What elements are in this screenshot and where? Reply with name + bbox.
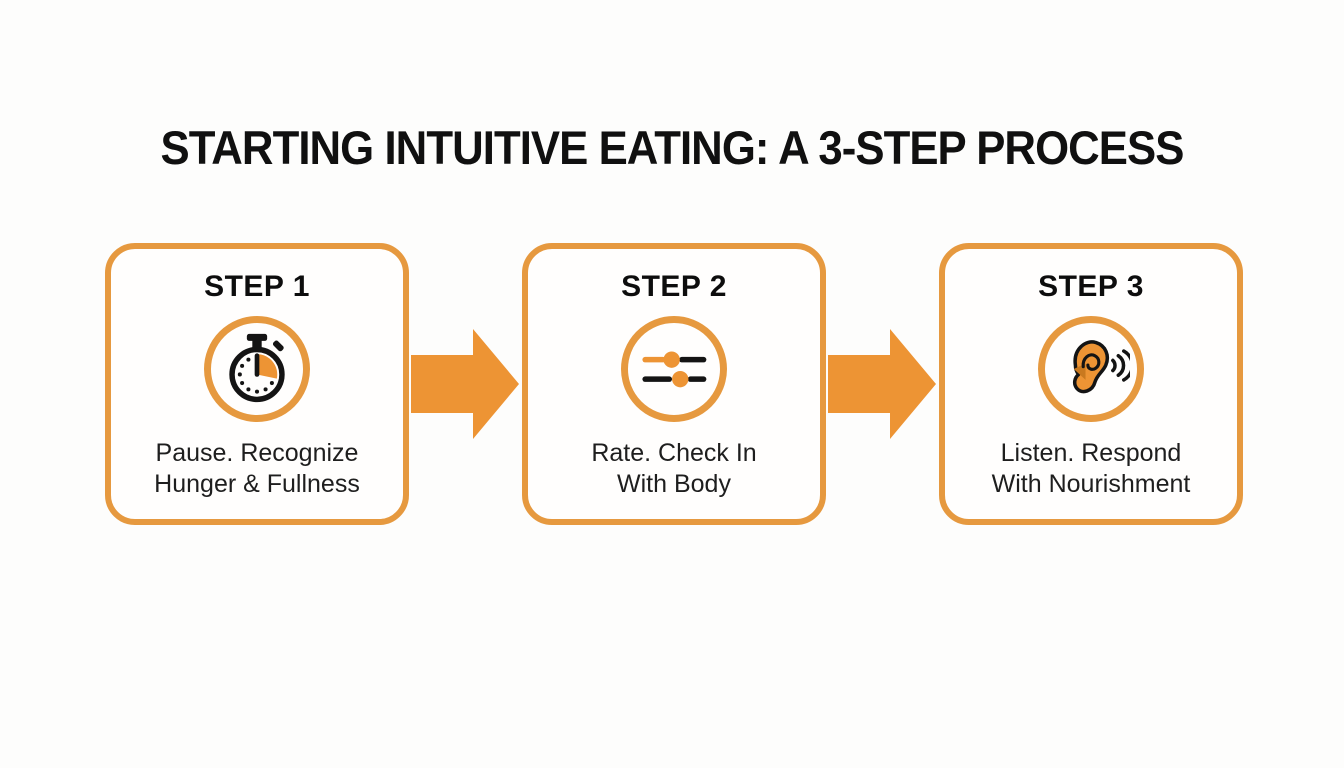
stopwatch-icon [204, 316, 310, 422]
ear-listening-icon [1038, 316, 1144, 422]
arrow-right-icon [409, 327, 522, 441]
step-caption-2-line-2: With Body [617, 470, 731, 498]
step-caption-3-line-2: With Nourishment [991, 470, 1191, 498]
step-caption-1: Pause. Recognize Hunger & Fullness [154, 438, 360, 500]
step-caption-2: Rate. Check In With Body [591, 438, 756, 500]
step-caption-1-line-1: Pause. Recognize [155, 439, 359, 467]
step-label-3: STEP 3 [1038, 270, 1144, 303]
steps-row: STEP 1 [105, 243, 1243, 525]
arrow-right-icon [826, 327, 939, 441]
step-label-1: STEP 1 [204, 270, 310, 303]
step-caption-2-line-1: Rate. Check In [591, 439, 757, 467]
step-card-2: STEP 2 Rate. Check In With Body [522, 243, 826, 525]
sliders-icon [621, 316, 727, 422]
step-caption-3: Listen. Respond With Nourishment [992, 438, 1191, 500]
page-title: STARTING INTUITIVE EATING: A 3-STEP PROC… [160, 121, 1185, 174]
step-card-1: STEP 1 [105, 243, 409, 525]
step-label-2: STEP 2 [621, 270, 727, 303]
step-caption-1-line-2: Hunger & Fullness [154, 470, 360, 498]
step-card-3: STEP 3 Listen. Respond With Nourishment [939, 243, 1243, 525]
step-caption-3-line-1: Listen. Respond [1000, 439, 1182, 467]
